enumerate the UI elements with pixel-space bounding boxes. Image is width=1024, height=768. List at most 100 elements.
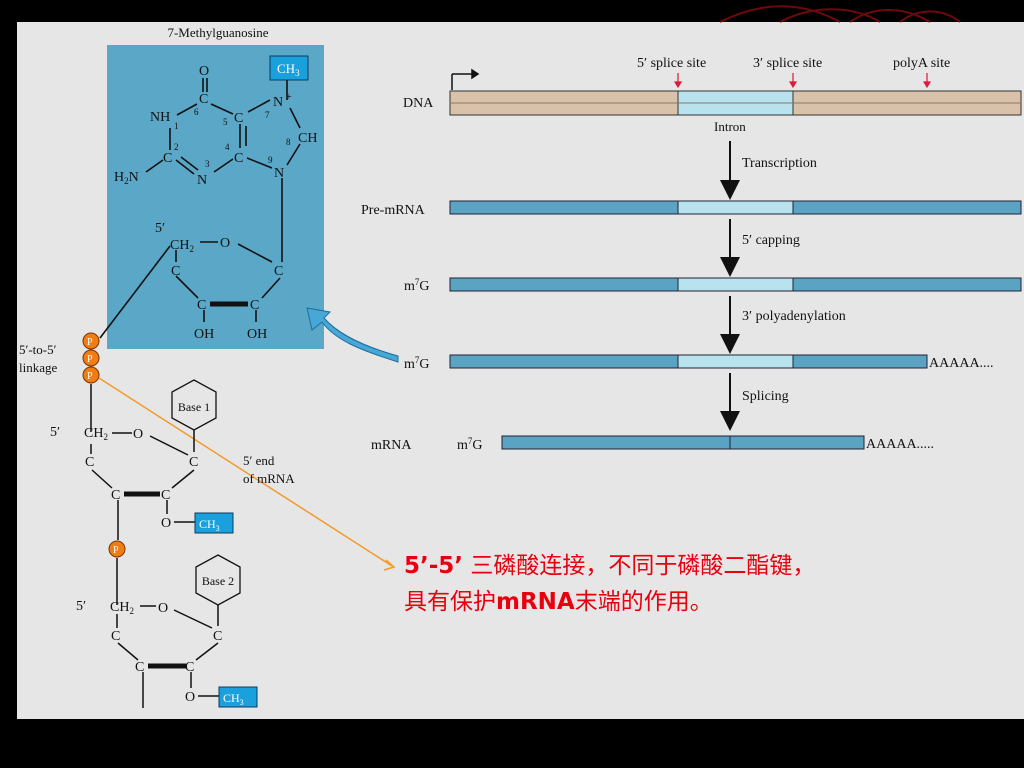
svg-text:C: C bbox=[171, 264, 180, 279]
svg-text:CH2: CH2 bbox=[170, 238, 194, 254]
mature-mrna-bar bbox=[501, 435, 865, 450]
svg-text:5′: 5′ bbox=[155, 221, 165, 236]
svg-text:CH2: CH2 bbox=[84, 426, 108, 442]
svg-text:C: C bbox=[161, 488, 170, 503]
svg-text:CH: CH bbox=[298, 131, 317, 146]
svg-text:5: 5 bbox=[223, 117, 228, 127]
svg-text:NH: NH bbox=[150, 110, 170, 125]
structure-title: 7-Methylguanosine bbox=[167, 25, 268, 40]
methyl-label: CH3 bbox=[277, 61, 300, 78]
svg-text:8: 8 bbox=[286, 137, 291, 147]
decorative-swirl bbox=[719, 5, 961, 23]
svg-text:4: 4 bbox=[225, 142, 230, 152]
svg-text:C: C bbox=[111, 629, 120, 644]
linkage-label-1: 5′-to-5′ bbox=[19, 342, 57, 357]
callout-line bbox=[98, 377, 393, 567]
caption-line-1: 5’-5’ 三磷酸连接，不同于磷酸二酯键， bbox=[404, 548, 1004, 584]
svg-text:C: C bbox=[135, 660, 144, 675]
svg-text:+: + bbox=[286, 92, 292, 103]
svg-text:C: C bbox=[185, 660, 194, 675]
caption: 5’-5’ 三磷酸连接，不同于磷酸二酯键， 具有保护mRNA末端的作用。 bbox=[404, 548, 1004, 620]
svg-text:C: C bbox=[163, 151, 172, 166]
caption-bold-2: mRNA bbox=[496, 589, 575, 615]
linkage-label-2: linkage bbox=[19, 360, 57, 375]
svg-text:C: C bbox=[189, 455, 198, 470]
label-polya-site: polyA site bbox=[893, 56, 950, 71]
svg-text:CH2: CH2 bbox=[110, 600, 134, 616]
svg-text:CH3: CH3 bbox=[223, 691, 244, 707]
step-splicing: Splicing bbox=[742, 389, 789, 404]
svg-text:1: 1 bbox=[174, 121, 179, 131]
row-label-dna: DNA bbox=[403, 96, 434, 111]
svg-text:N: N bbox=[273, 95, 283, 110]
svg-text:O: O bbox=[199, 64, 209, 79]
svg-text:5′: 5′ bbox=[50, 425, 60, 440]
svg-text:7: 7 bbox=[265, 110, 270, 120]
caption-text-1: 三磷酸连接，不同于磷酸二酯键， bbox=[463, 553, 816, 579]
intron-label: Intron bbox=[714, 119, 746, 134]
svg-text:OH: OH bbox=[194, 327, 214, 342]
end-label-2: of mRNA bbox=[243, 471, 295, 486]
step-polyadenylation: 3′ polyadenylation bbox=[742, 309, 846, 324]
step-capping: 5′ capping bbox=[742, 233, 800, 248]
curved-arrow bbox=[306, 307, 399, 363]
svg-text:P: P bbox=[87, 371, 93, 382]
guanine-atoms: O C 6 NH 1 C 5 N + 7 CH 8 C 4 N 9 C 2 N … bbox=[114, 64, 317, 188]
guanine-bonds bbox=[145, 78, 301, 262]
svg-text:C: C bbox=[234, 111, 243, 126]
svg-text:C: C bbox=[197, 298, 206, 313]
svg-text:O: O bbox=[185, 690, 195, 705]
row-label-m7g-2: m7G bbox=[404, 355, 430, 372]
svg-text:6: 6 bbox=[194, 107, 199, 117]
mrna-m7g-label: m7G bbox=[457, 436, 483, 453]
row-label-m7g-1: m7G bbox=[404, 277, 430, 294]
ribose-atoms: 5′ CH2 O C C C C OH OH bbox=[155, 221, 283, 342]
caption-bold-1: 5’-5’ bbox=[404, 553, 464, 579]
row-label-mrna: mRNA bbox=[371, 438, 412, 453]
svg-text:C: C bbox=[250, 298, 259, 313]
transcription-start-arrow bbox=[451, 68, 480, 90]
svg-text:P: P bbox=[87, 337, 93, 348]
svg-text:C: C bbox=[234, 151, 243, 166]
svg-text:O: O bbox=[158, 601, 168, 616]
caption-text-2a: 具有保护 bbox=[404, 589, 496, 615]
end-label-1: 5′ end bbox=[243, 453, 275, 468]
svg-text:N: N bbox=[197, 173, 207, 188]
capped-rna-bar bbox=[449, 277, 1022, 292]
triphosphate: P P P bbox=[82, 332, 100, 384]
svg-text:Base 1: Base 1 bbox=[178, 400, 210, 414]
nucleotide-2: Base 2 5′ CH2 O C C C C bbox=[76, 554, 258, 708]
row-label-pre-mrna: Pre-mRNA bbox=[361, 203, 426, 218]
dna-bar bbox=[449, 90, 1022, 116]
svg-text:C: C bbox=[213, 629, 222, 644]
label-5-splice-site: 5′ splice site bbox=[637, 56, 706, 71]
svg-text:CH3: CH3 bbox=[199, 517, 220, 533]
ribose-bonds bbox=[99, 241, 281, 339]
svg-text:O: O bbox=[133, 427, 143, 442]
polya-tail-1: AAAAA.... bbox=[929, 356, 994, 371]
svg-text:C: C bbox=[111, 488, 120, 503]
polya-tail-2: AAAAA..... bbox=[866, 437, 934, 452]
methyl-box bbox=[269, 55, 309, 81]
callout-arrowhead bbox=[383, 559, 396, 571]
step-transcription: Transcription bbox=[742, 156, 817, 171]
svg-text:Base 2: Base 2 bbox=[202, 574, 234, 588]
svg-text:N: N bbox=[274, 166, 284, 181]
nucleotide-1: Base 1 5′ CH2 O C C C C bbox=[50, 379, 234, 540]
phosphate-bridge bbox=[108, 540, 126, 558]
svg-text:O: O bbox=[161, 516, 171, 531]
svg-text:C: C bbox=[199, 92, 208, 107]
polyadenylated-rna-bar bbox=[449, 354, 928, 369]
svg-text:C: C bbox=[274, 264, 283, 279]
caption-line-2: 具有保护mRNA末端的作用。 bbox=[404, 584, 1004, 620]
label-3-splice-site: 3′ splice site bbox=[753, 56, 822, 71]
pre-mrna-bar bbox=[449, 200, 1022, 215]
svg-text:9: 9 bbox=[268, 155, 273, 165]
svg-text:3: 3 bbox=[205, 159, 210, 169]
svg-text:2: 2 bbox=[174, 142, 179, 152]
svg-text:O: O bbox=[220, 236, 230, 251]
site-markers bbox=[673, 73, 932, 89]
caption-text-2b: 末端的作用。 bbox=[574, 589, 713, 615]
